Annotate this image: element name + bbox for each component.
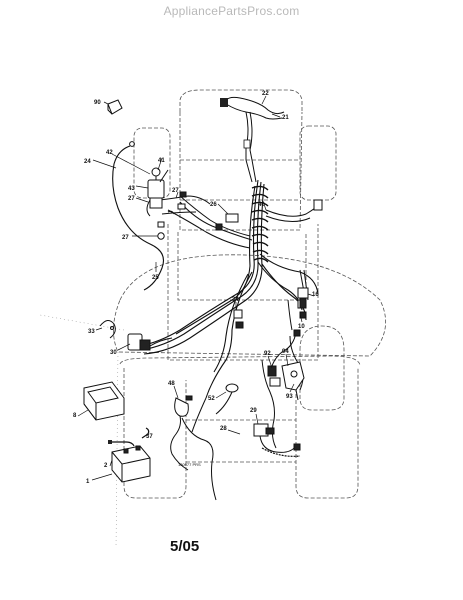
callout-94: 94: [282, 349, 289, 355]
part-90: [107, 99, 123, 115]
callout-1: 1: [86, 479, 90, 485]
callout-25: 25: [152, 275, 159, 281]
callout-22: 22: [262, 91, 269, 97]
watermark: AppliancePartsPros.com: [163, 4, 300, 18]
callout-2: 2: [104, 463, 108, 469]
callout-27a: 27: [128, 196, 135, 202]
callout-52: 52: [208, 396, 215, 402]
callout-42: 42: [106, 150, 113, 156]
ignition-switch-cluster: [146, 167, 175, 240]
callout-21: 21: [282, 115, 289, 121]
callout-30: 30: [110, 350, 117, 356]
tractor-outline: [113, 89, 386, 499]
callout-92: 92: [264, 351, 271, 357]
callout-34: 34: [232, 297, 239, 303]
callout-8: 8: [73, 413, 77, 419]
callout-40: 40: [258, 202, 265, 208]
battery-tray: [83, 381, 125, 421]
callout-10: 10: [298, 324, 305, 330]
callout-33: 33: [88, 329, 95, 335]
callout-28: 28: [220, 426, 227, 432]
part-reference: 180677 PRS: [178, 462, 201, 467]
callout-24: 24: [84, 159, 91, 165]
callout-37: 37: [146, 434, 153, 440]
callout-43: 43: [128, 186, 135, 192]
callout-26: 26: [210, 202, 217, 208]
harness-sleeve: [251, 185, 269, 263]
callout-27c: 27: [122, 235, 129, 241]
callout-41: 41: [158, 158, 165, 164]
revision-date: 5/05: [170, 538, 200, 555]
callout-29: 29: [250, 408, 257, 414]
callout-27b: 27: [172, 188, 179, 194]
callout-labels: 90 22 21 24 42 41 43 27 27 27 26 40 25 3…: [73, 91, 319, 485]
callout-90: 90: [94, 100, 101, 106]
callout-16: 16: [312, 292, 319, 298]
callout-93: 93: [286, 394, 293, 400]
battery: [111, 445, 151, 483]
callout-48: 48: [168, 381, 175, 387]
